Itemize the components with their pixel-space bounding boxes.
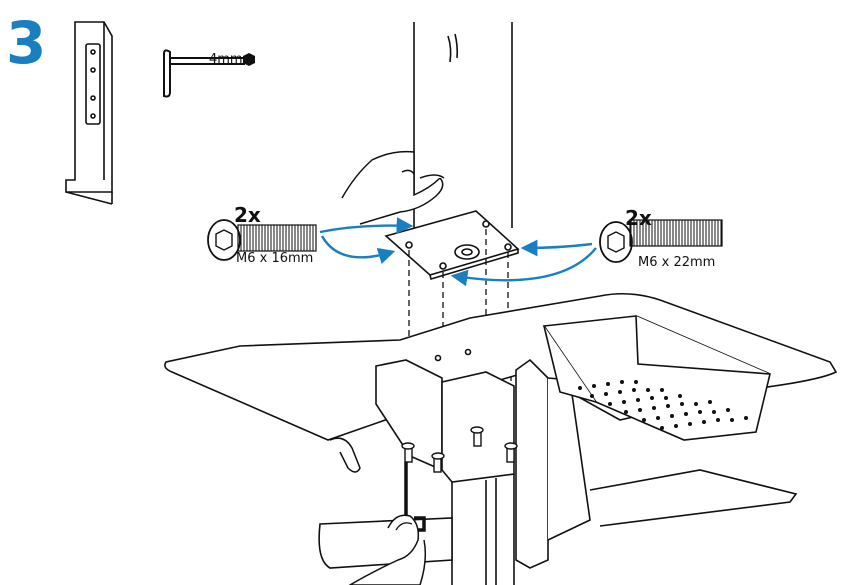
step-number: 3	[6, 9, 47, 77]
insertion-arrows	[319, 217, 597, 287]
left-screw-quantity: 2x	[234, 203, 261, 227]
right-screw-spec: M6 x 22mm	[638, 255, 716, 270]
left-screw-illustration	[207, 219, 317, 261]
left-screw-spec: M6 x 16mm	[236, 251, 314, 266]
perforated-tray	[542, 315, 771, 441]
column-thumbnail	[65, 21, 113, 205]
right-screw-illustration	[599, 219, 723, 263]
bolts-below	[401, 426, 518, 473]
right-panel	[515, 358, 591, 569]
tool-size-label: 4mm	[209, 52, 243, 67]
left-hand	[329, 437, 361, 473]
tray-holes	[578, 380, 748, 430]
mounting-plate	[384, 210, 520, 281]
top-hand	[341, 150, 445, 225]
hex-key-icon	[163, 49, 255, 98]
hand-with-hex-key	[348, 462, 427, 585]
right-screw-quantity: 2x	[625, 206, 652, 230]
